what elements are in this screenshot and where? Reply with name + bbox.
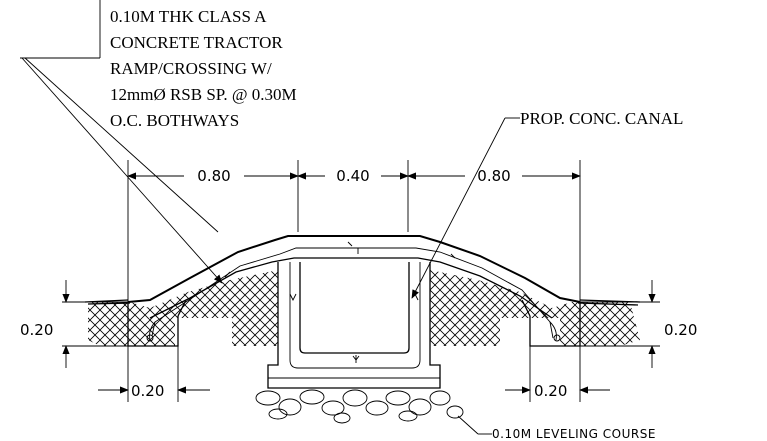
soil-hatch [88, 270, 640, 346]
ramp-note-leader [20, 0, 223, 284]
leveling-course-gravel [255, 389, 464, 424]
leveling-note: 0.10M LEVELING COURSE [492, 427, 656, 441]
dim-bottom-right: 0.20 [534, 382, 567, 400]
ramp-note-line-5: O.C. BOTHWAYS [110, 111, 239, 130]
ramp-note-line-2: CONCRETE TRACTOR [110, 33, 283, 52]
ramp-slab [127, 235, 581, 347]
ramp-note-line-1: 0.10M THK CLASS A [110, 7, 267, 26]
side-dimension-lines [62, 280, 660, 368]
ramp-note-line-4: 12mmØ RSB SP. @ 0.30M [110, 85, 297, 104]
canal-note: PROP. CONC. CANAL [520, 109, 683, 128]
top-dimension-lines [127, 160, 581, 302]
bottom-dimension-lines [98, 346, 610, 402]
dim-top-center: 0.40 [336, 167, 369, 185]
dim-top-left: 0.80 [197, 167, 230, 185]
concrete-canal [267, 262, 441, 389]
canal-note-leader [411, 117, 520, 299]
ramp-note-line-3: RAMP/CROSSING W/ [110, 59, 272, 78]
leveling-note-leader [457, 415, 492, 435]
dim-top-right: 0.80 [477, 167, 510, 185]
dim-left-height: 0.20 [20, 321, 53, 339]
dim-bottom-left: 0.20 [131, 382, 164, 400]
dim-right-height: 0.20 [664, 321, 697, 339]
